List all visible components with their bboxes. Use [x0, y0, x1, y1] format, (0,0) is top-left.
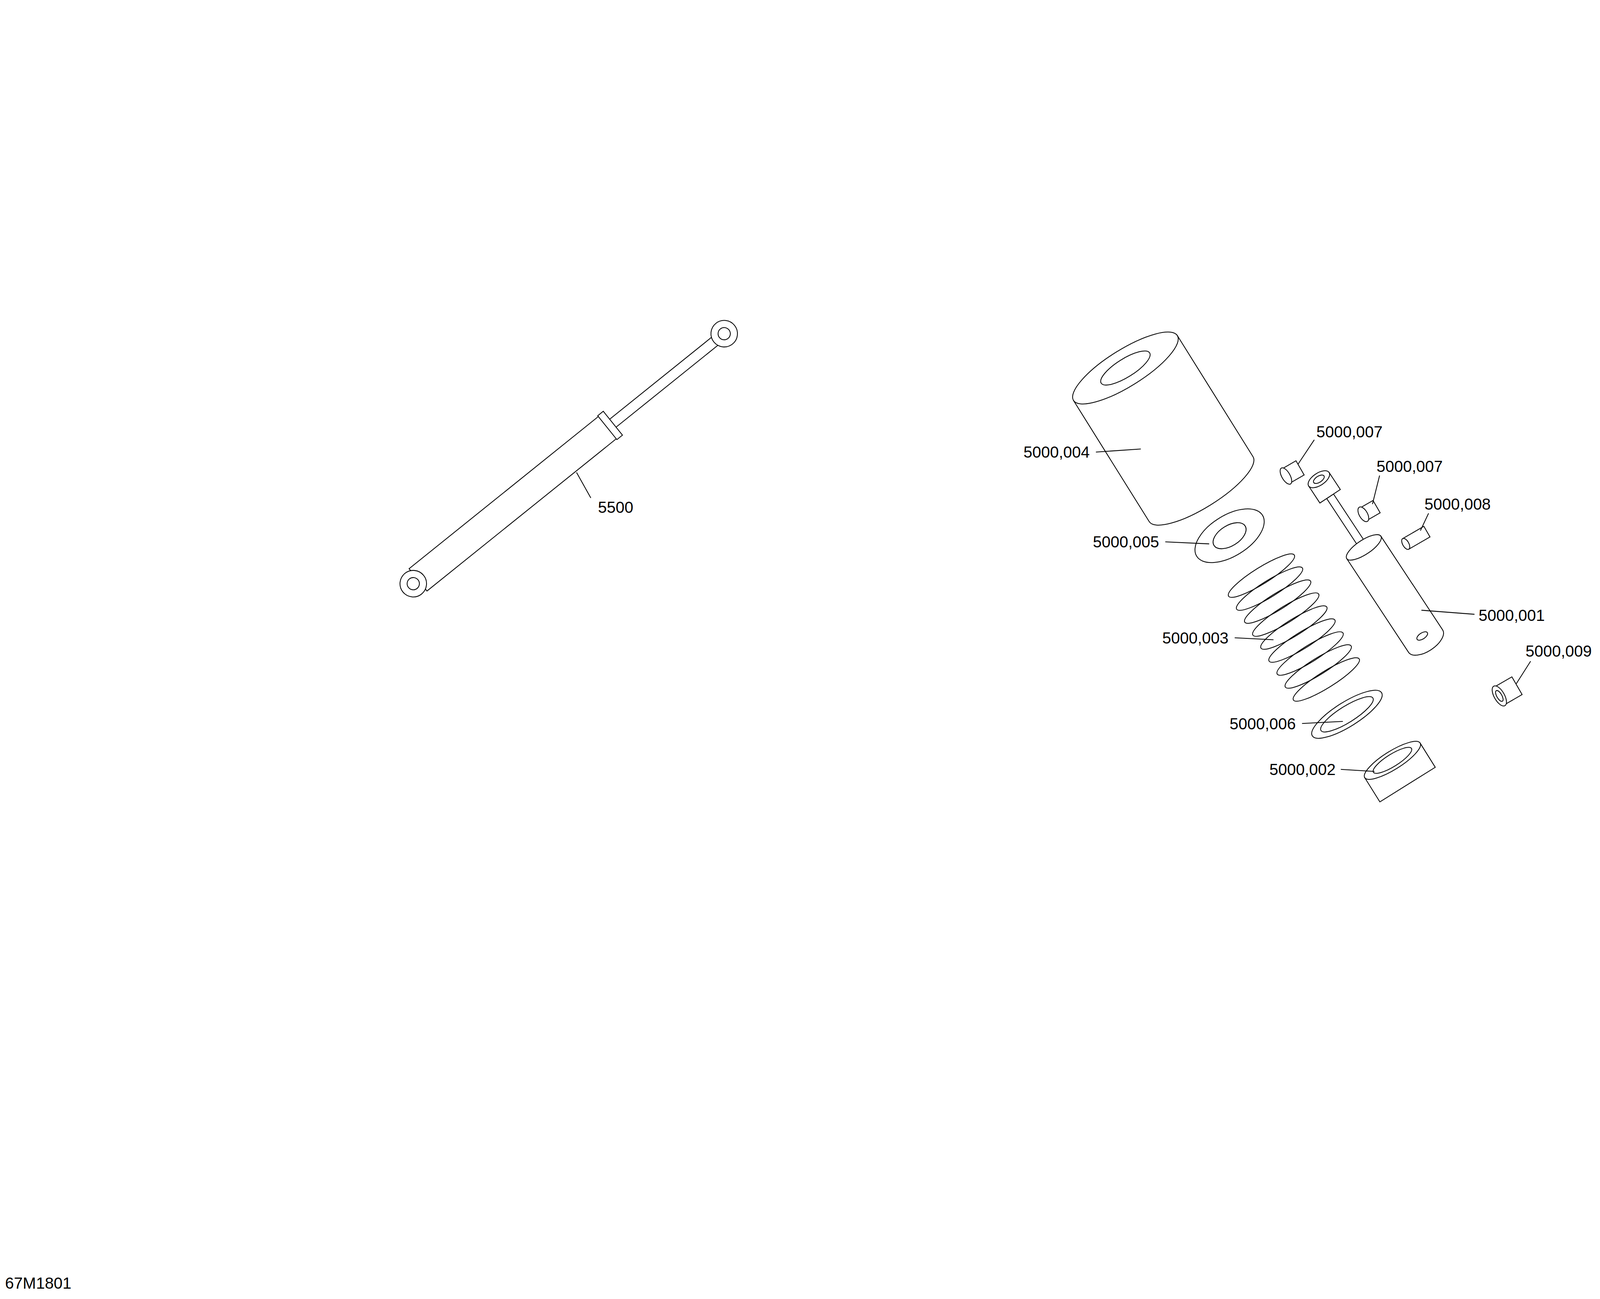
- adjuster-nut: [1359, 735, 1436, 802]
- callout-number: 5000,002: [1269, 761, 1336, 778]
- spring-cover: [1063, 319, 1263, 537]
- callout-number: 5500: [598, 499, 634, 516]
- callout-number: 5000,008: [1424, 496, 1491, 512]
- callout-number: 5000,001: [1478, 607, 1545, 624]
- callout-number: 5000,004: [1023, 443, 1090, 460]
- callout-number: 5000,009: [1525, 642, 1592, 659]
- spring-seat: [1185, 497, 1274, 574]
- bushing: [1277, 459, 1305, 487]
- callout-number: 5000,007: [1376, 458, 1443, 475]
- figure-number: 67M1801: [5, 1274, 72, 1291]
- callout-number: 5000,006: [1229, 715, 1296, 732]
- callout-number: 5000,003: [1162, 629, 1229, 646]
- sleeve: [1399, 526, 1430, 551]
- shock-absorber: [393, 313, 744, 604]
- callout-number: 5000,005: [1092, 533, 1160, 550]
- leader-lines: [576, 439, 1531, 772]
- bushing: [1355, 499, 1381, 524]
- callout-number: 5000,007: [1316, 423, 1383, 440]
- shock-body: [1298, 462, 1449, 661]
- spring-ring: [1305, 682, 1388, 747]
- bushing: [1489, 675, 1523, 709]
- coil-spring: [1224, 548, 1364, 707]
